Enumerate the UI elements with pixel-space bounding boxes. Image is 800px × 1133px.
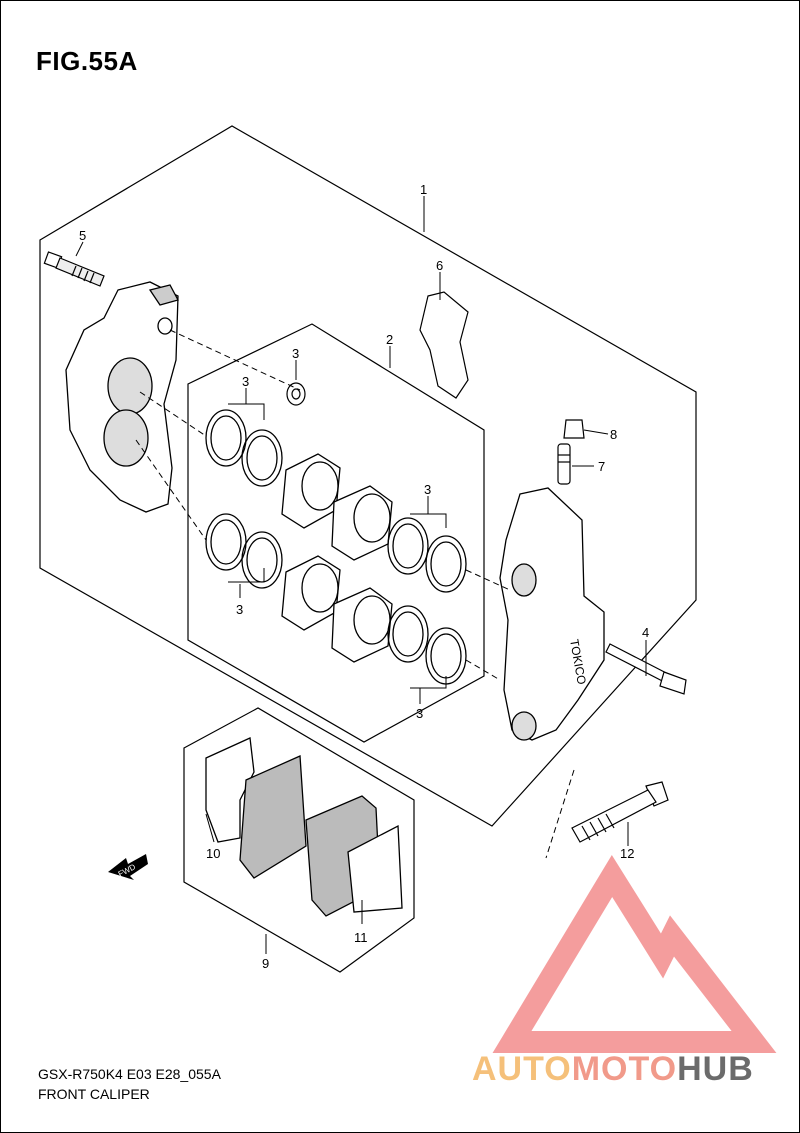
callout-5: 5 xyxy=(79,228,86,243)
callout-11: 11 xyxy=(354,930,368,945)
callout-3e: 3 xyxy=(416,706,423,721)
callout-4: 4 xyxy=(642,625,649,640)
brake-pad-left xyxy=(205,737,307,879)
mount-bolt-12 xyxy=(571,781,669,843)
callout-1: 1 xyxy=(420,182,427,197)
leader-lines xyxy=(75,196,647,954)
bleeder-valve-7 xyxy=(557,443,571,485)
seal-ring-7 xyxy=(387,605,429,663)
callout-6: 6 xyxy=(436,258,443,273)
callout-2: 2 xyxy=(386,332,393,347)
piston-2 xyxy=(331,485,393,561)
callout-3b: 3 xyxy=(242,374,249,389)
pad-spring-6 xyxy=(419,291,469,399)
seal-ring-8 xyxy=(425,627,467,685)
brand-part-hub: HUB xyxy=(677,1050,754,1088)
seal-kit-box-outline xyxy=(187,323,485,743)
callout-8: 8 xyxy=(610,427,617,442)
fwd-arrow-icon: FWD xyxy=(108,854,148,880)
seal-ring-5 xyxy=(205,513,247,571)
piston-1 xyxy=(281,453,341,529)
left-caliper-half xyxy=(65,281,179,513)
bolt-5 xyxy=(43,251,105,287)
brake-pad-right xyxy=(305,795,403,917)
callout-10: 10 xyxy=(206,846,220,861)
seal-ring-6 xyxy=(241,531,283,589)
callout-12: 12 xyxy=(620,846,634,861)
callout-3a: 3 xyxy=(292,346,299,361)
brand-part-auto: AUTO xyxy=(472,1050,572,1088)
figure-caption: FRONT CALIPER xyxy=(38,1086,150,1102)
assembly-box-outline xyxy=(39,125,697,827)
seal-ring-4 xyxy=(425,535,467,593)
automotohub-logo-icon xyxy=(492,854,777,1053)
piston-3 xyxy=(281,555,341,631)
piston-4 xyxy=(331,587,393,663)
washer-3 xyxy=(286,382,306,406)
brand-part-moto: MOTO xyxy=(571,1050,678,1088)
pad-pin-4 xyxy=(605,643,687,695)
model-code: GSX-R750K4 E03 E28_055A xyxy=(38,1066,221,1082)
callout-3d: 3 xyxy=(424,482,431,497)
bleeder-cap-8 xyxy=(563,419,585,439)
callout-3c: 3 xyxy=(236,602,243,617)
right-caliper-half: TOKICO xyxy=(499,487,605,741)
alignment-dashes xyxy=(135,329,575,859)
figure-title: FIG.55A xyxy=(36,46,138,76)
brand-wordmark: AUTOMOTOHUB xyxy=(472,1050,754,1089)
seal-ring-3 xyxy=(387,517,429,575)
pad-set-box-outline xyxy=(183,707,415,973)
callout-9: 9 xyxy=(262,956,269,971)
seal-ring-2 xyxy=(241,429,283,487)
seal-ring-1 xyxy=(205,409,247,467)
callout-7: 7 xyxy=(598,459,605,474)
